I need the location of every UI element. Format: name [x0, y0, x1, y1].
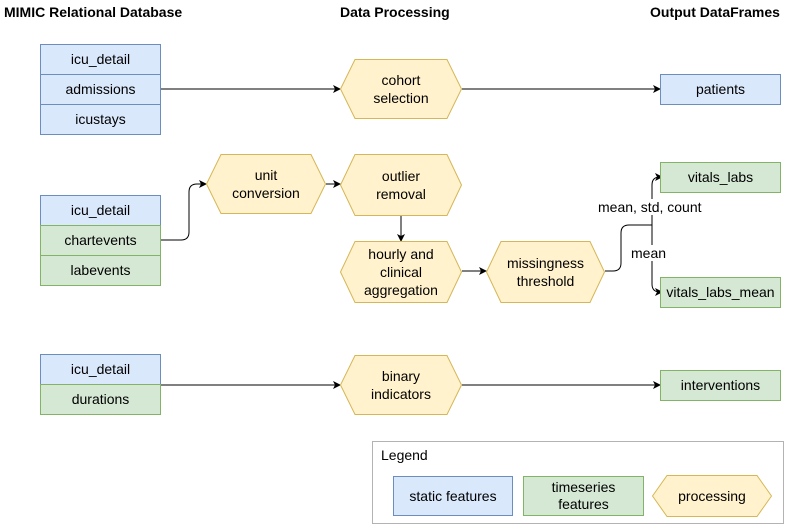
g2-table-icu-detail: icu_detail — [40, 195, 161, 226]
process-outlier-removal-label: outlier removal — [376, 168, 426, 202]
legend-static-features: static features — [393, 476, 513, 516]
edge-label-mean-std-count: mean, std, count — [597, 199, 703, 215]
process-cohort-selection-label: cohort selection — [373, 72, 429, 106]
output-interventions: interventions — [660, 370, 781, 401]
legend: Legend static features timeseries featur… — [372, 441, 784, 524]
edge-branch-to-vitals-labs-mean — [651, 225, 663, 296]
g1-table-icustays: icustays — [40, 104, 161, 135]
g3-table-durations: durations — [40, 384, 161, 415]
process-unit-conversion: unit conversion — [206, 154, 326, 214]
source-header: MIMIC Relational Database — [4, 4, 183, 20]
legend-processing-label: processing — [678, 488, 746, 504]
legend-title: Legend — [381, 447, 428, 463]
g3-table-icu-detail: icu_detail — [40, 354, 161, 385]
process-missingness-threshold: missingness threshold — [486, 241, 605, 303]
g2-table-chartevents: chartevents — [40, 225, 161, 256]
output-header: Output DataFrames — [650, 4, 780, 20]
edge-branch-to-vitals-labs — [651, 173, 663, 241]
output-patients: patients — [660, 74, 781, 105]
process-aggregation-label: hourly and clinical aggregation — [364, 246, 438, 298]
g1-table-admissions: admissions — [40, 74, 161, 105]
edge-missingness-to-branch — [605, 224, 652, 272]
process-outlier-removal: outlier removal — [340, 154, 462, 216]
edge-label-mean: mean — [630, 245, 668, 261]
process-aggregation: hourly and clinical aggregation — [340, 241, 462, 303]
g1-table-icu-detail: icu_detail — [40, 44, 161, 75]
output-vitals-labs: vitals_labs — [660, 162, 781, 193]
process-binary-indicators: binary indicators — [340, 355, 462, 415]
g2-table-labevents: labevents — [40, 255, 161, 286]
process-missingness-threshold-label: missingness threshold — [506, 255, 585, 289]
legend-processing: processing — [652, 475, 772, 517]
legend-timeseries-features: timeseries features — [523, 476, 644, 516]
process-unit-conversion-label: unit conversion — [232, 167, 300, 201]
process-binary-indicators-label: binary indicators — [371, 368, 431, 402]
edge-chartevents-to-unit — [160, 180, 207, 241]
processing-header: Data Processing — [340, 4, 450, 20]
process-cohort-selection: cohort selection — [340, 59, 462, 119]
output-vitals-labs-mean: vitals_labs_mean — [660, 277, 781, 308]
